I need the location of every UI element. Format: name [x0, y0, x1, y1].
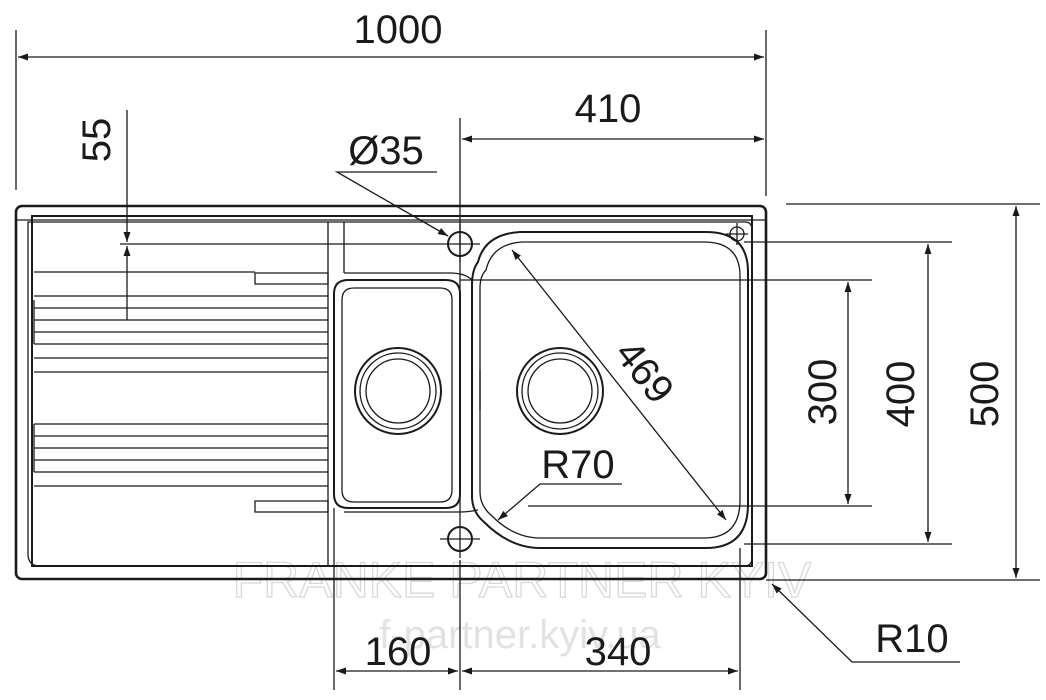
small-bowl-width-label: 160: [365, 630, 432, 674]
bowl-diagonal-label: 469: [606, 332, 682, 412]
overflow-hole-icon: [726, 223, 748, 245]
tap-hole-lower-icon: [440, 520, 480, 558]
bowl-offset-label: 410: [575, 87, 642, 131]
bowl-radius-label: R70: [541, 443, 614, 487]
small-bowl-drain-icon: [354, 347, 442, 435]
bowl-outer-height-label: 400: [879, 361, 923, 428]
overall-length-label: 1000: [354, 8, 443, 52]
watermark-site: f-partner.kyiv.ua: [379, 613, 661, 657]
large-bowl: [344, 231, 749, 549]
overall-width-label: 500: [963, 361, 1007, 428]
small-bowl: [333, 279, 461, 509]
dimension-lines: [18, 53, 1020, 675]
large-bowl-width-label: 340: [585, 630, 652, 674]
bowl-height-label: 300: [801, 359, 845, 426]
large-bowl-drain-icon: [516, 347, 604, 435]
drainer-grooves: [33, 222, 345, 566]
sink-outline: [14, 204, 768, 581]
edge-margin-label: 55: [75, 118, 119, 163]
tap-hole-diameter-label: Ø35: [348, 129, 424, 173]
corner-radius-label: R10: [875, 617, 948, 661]
